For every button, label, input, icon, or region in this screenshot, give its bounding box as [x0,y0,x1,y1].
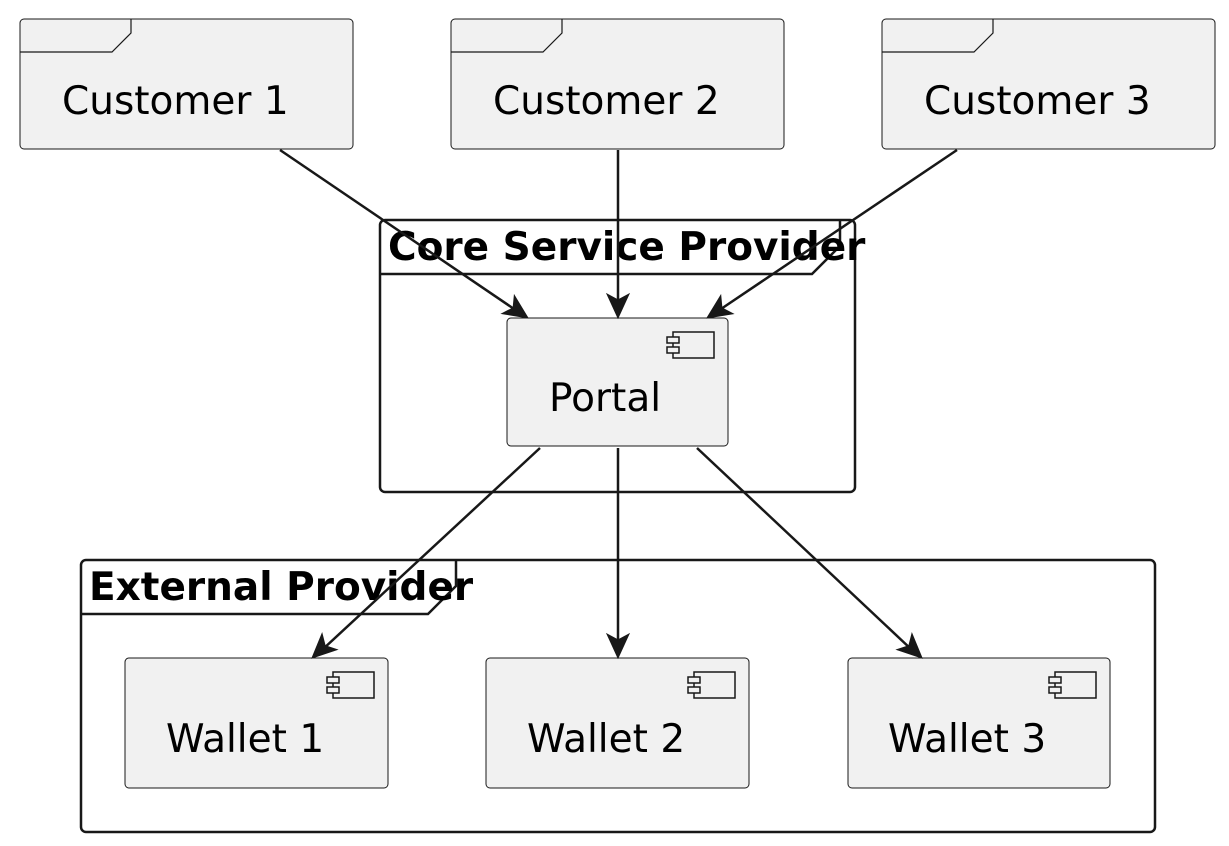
customer-node[interactable]: Customer 3 [881,18,1216,150]
arrowhead-icon [706,293,735,319]
component-icon [687,671,736,699]
customer-label: Customer 1 [62,79,289,124]
edge-portal-wallet3 [696,447,923,659]
arrowhead-icon [895,632,923,659]
wallet-node[interactable]: Wallet 2 [485,657,750,789]
edge-portal-wallet1 [311,447,541,659]
component-icon [326,671,375,699]
edge-portal-wallet2 [605,448,631,660]
wallet-label: Wallet 1 [166,717,324,762]
edge-customer1-portal [279,148,529,319]
edge-customer3-portal [706,148,958,319]
arrowhead-icon [605,292,631,320]
customer-label: Customer 2 [493,79,720,124]
edge-customer2-portal [605,150,631,320]
wallet-node[interactable]: Wallet 1 [124,657,389,789]
arrowhead-icon [605,632,631,660]
portal-label: Portal [549,376,661,421]
core-service-provider-label: Core Service Provider [388,225,866,270]
component-icon [1048,671,1097,699]
external-provider-label: External Provider [89,565,474,610]
wallet-label: Wallet 2 [527,717,685,762]
portal-node[interactable]: Portal [506,317,729,447]
core-service-provider-frame: Core Service Provider [378,218,866,494]
customer-label: Customer 3 [924,79,1151,124]
customer-node[interactable]: Customer 1 [19,18,354,150]
arrowhead-icon [311,632,339,659]
component-icon [666,331,715,359]
wallet-label: Wallet 3 [888,717,1046,762]
customer-node[interactable]: Customer 2 [450,18,785,150]
wallet-node[interactable]: Wallet 3 [847,657,1111,789]
arrowhead-icon [500,293,529,319]
